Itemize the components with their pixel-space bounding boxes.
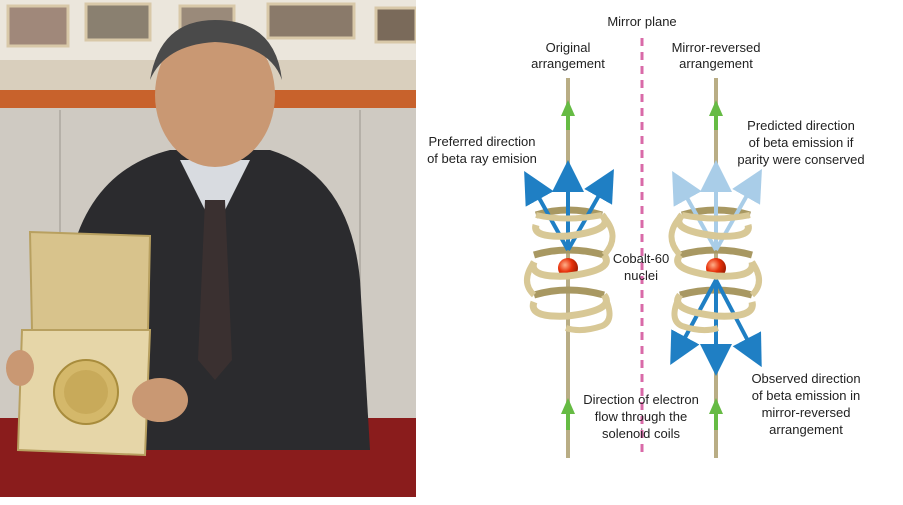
original-arrangement (524, 78, 616, 458)
photo-man-with-medal (0, 0, 416, 497)
predicted-label-line2: of beta emission if (749, 135, 854, 150)
observed-label-line1: Observed direction (751, 371, 860, 386)
photo-hand (6, 350, 34, 386)
wall-frame (84, 2, 152, 42)
preferred-label-line1: Preferred direction (429, 134, 536, 149)
parity-experiment-diagram: Mirror plane Original arrangement Mirror… (427, 14, 865, 458)
electron-label-line3: solenoid coils (602, 426, 681, 441)
cobalt-label-line2: nuclei (624, 268, 658, 283)
photo-face (155, 23, 275, 167)
mirror-arrangement (668, 78, 762, 458)
photo-hand (132, 378, 188, 422)
green-up-arrow-icon (561, 100, 575, 116)
green-up-arrow-icon (561, 398, 575, 414)
mirror-label-line2: arrangement (679, 56, 753, 71)
observed-arrow-down-left (670, 279, 718, 366)
green-up-arrow-icon (709, 100, 723, 116)
observed-arrow-down-right (714, 279, 762, 368)
original-label-line1: Original (546, 40, 591, 55)
photo-medal-box-lid (28, 230, 152, 331)
photo-tie (198, 200, 232, 380)
wall-frame (374, 6, 416, 44)
observed-label-line4: arrangement (769, 422, 843, 437)
mirror-label-line1: Mirror-reversed (672, 40, 761, 55)
cobalt-label-line1: Cobalt-60 (613, 251, 669, 266)
electron-label-line2: flow through the (595, 409, 688, 424)
observed-label-line2: of beta emission in (752, 388, 860, 403)
photo-hair (150, 20, 282, 80)
observed-label-line3: mirror-reversed (762, 405, 851, 420)
predicted-label-line3: parity were conserved (737, 152, 864, 167)
wall-frame (266, 2, 356, 40)
predicted-label-line1: Predicted direction (747, 118, 855, 133)
mirror-plane-label: Mirror plane (607, 14, 676, 29)
preferred-label-line2: of beta ray emision (427, 151, 537, 166)
green-up-arrow-icon (709, 398, 723, 414)
wall-frame (6, 4, 70, 48)
original-label-line2: arrangement (531, 56, 605, 71)
electron-label-line1: Direction of electron (583, 392, 699, 407)
